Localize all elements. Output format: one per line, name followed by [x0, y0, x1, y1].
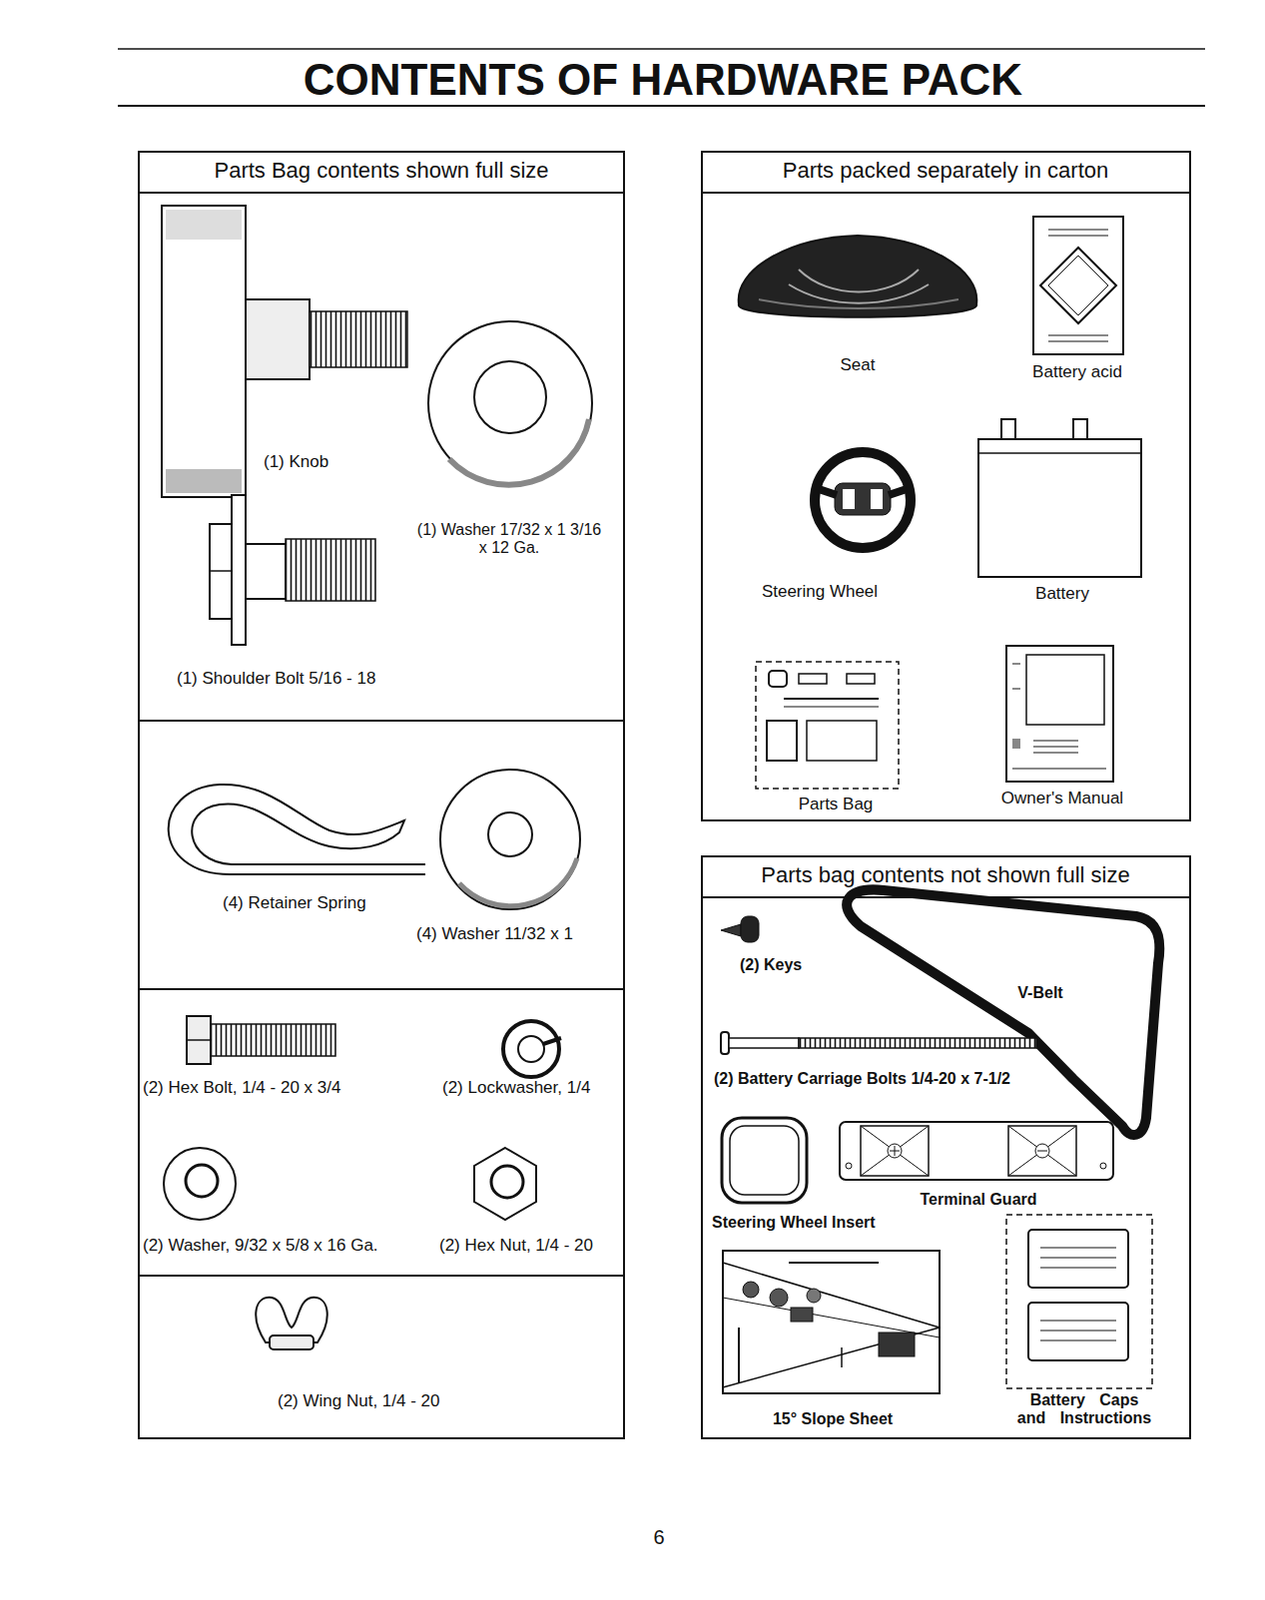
part-label: (2) Lockwasher, 1/4 [442, 1078, 591, 1099]
part-label: (1) Washer 17/32 x 1 3/16 x 12 Ga. [414, 521, 605, 559]
panel-heading: Parts packed separately in carton [705, 157, 1186, 183]
part-label: (2) Hex Nut, 1/4 - 20 [439, 1236, 594, 1257]
part-label: V-Belt [1003, 984, 1078, 1003]
parts-panel: Parts Bag contents shown full size (1) Kn… [137, 150, 626, 1440]
page-title: CONTENTS OF HARDWARE PACK [163, 54, 1163, 106]
part-label: (2) Washer, 9/32 x 5/8 x 16 Ga. [142, 1236, 379, 1257]
part-label: (1) Shoulder Bolt 5/16 - 18 [176, 668, 376, 689]
part-label: 15° Slope Sheet [720, 1410, 945, 1429]
part-label: Terminal Guard [876, 1191, 1081, 1210]
part-label: (2) Battery Carriage Bolts 1/4-20 x 7-1/… [711, 1070, 1013, 1089]
part-label: (4) Washer 11/32 x 1 [416, 924, 574, 945]
part-label: (1) Knob [263, 452, 329, 473]
part-label: Parts Bag [735, 794, 936, 815]
parts-section: (2) Wing Nut, 1/4 - 20 [137, 1274, 626, 1440]
header-rule [702, 191, 1190, 194]
page-number: 6 [638, 1526, 679, 1550]
header-rule [702, 896, 1190, 899]
part-label: (2) Hex Bolt, 1/4 - 20 x 3/4 [142, 1078, 341, 1099]
part-label: (4) Retainer Spring [222, 893, 367, 914]
panel-heading: Parts bag contents not shown full size [705, 862, 1186, 888]
parts-panel: Parts bag contents not shown full size (2… [700, 855, 1192, 1440]
part-label: (2) Wing Nut, 1/4 - 20 [277, 1391, 441, 1412]
parts-section: (2) Hex Bolt, 1/4 - 20 x 3/4 (2) Lockwash… [137, 988, 626, 1275]
part-label: Battery Caps and Instructions [1008, 1391, 1161, 1429]
parts-section: (1) Knob (1) Washer 17/32 x 1 3/16 x 12 G… [137, 191, 626, 720]
part-label: Steering Wheel Insert [709, 1214, 878, 1233]
part-label: Steering Wheel [719, 582, 920, 603]
part-label: Battery [962, 584, 1163, 605]
part-label: Owner's Manual [962, 788, 1163, 809]
parts-panel: Parts packed separately in cartonSeatBat… [700, 150, 1192, 822]
parts-section: (4) Retainer Spring (4) Washer 11/32 x 1 [137, 719, 626, 989]
panel-heading: Parts Bag contents shown full size [141, 157, 622, 183]
part-label: (2) Keys [737, 956, 804, 975]
part-label: Seat [757, 355, 958, 376]
part-label: Battery acid [977, 362, 1178, 383]
